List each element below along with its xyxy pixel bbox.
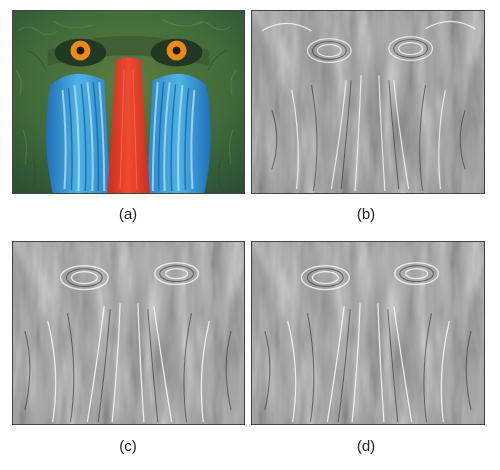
caption-a: (a)	[118, 206, 138, 223]
panel-a-mandrill-image	[12, 10, 245, 194]
flow-texture-d	[252, 242, 484, 424]
panel-c-flow-texture	[12, 241, 245, 425]
caption-b: (b)	[356, 206, 376, 223]
flow-texture-b	[252, 11, 484, 193]
mandrill-image	[13, 11, 244, 193]
caption-d: (d)	[356, 438, 376, 455]
panel-b-flow-texture	[251, 10, 485, 194]
caption-c: (c)	[119, 438, 137, 455]
flow-texture-c	[13, 242, 244, 424]
panel-d-flow-texture	[251, 241, 485, 425]
